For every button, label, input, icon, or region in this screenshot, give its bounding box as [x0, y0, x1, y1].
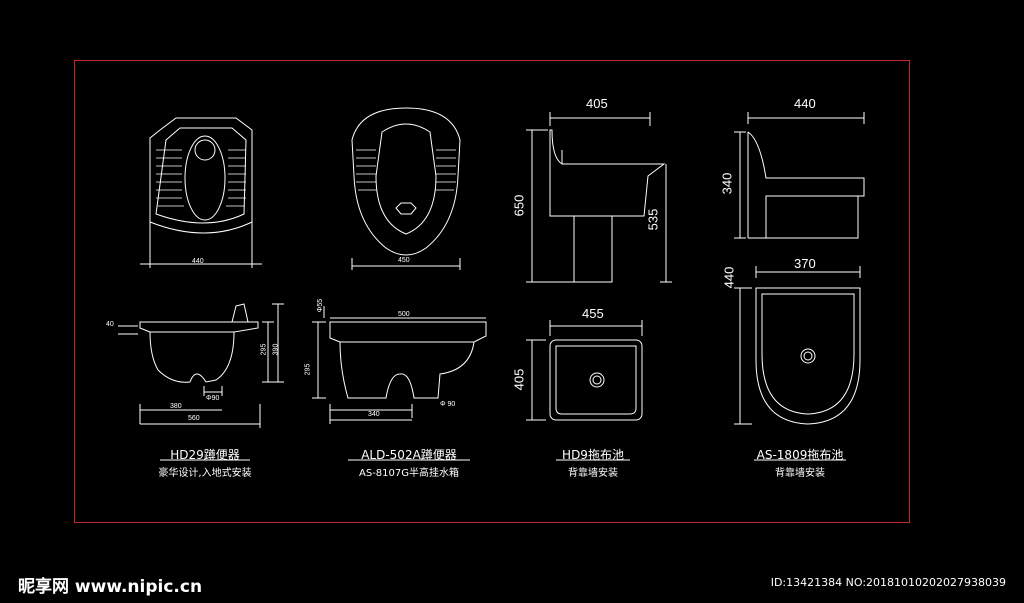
- as1809-dim-front-width: 370: [794, 256, 816, 271]
- ald502a-dim-length: 500: [398, 311, 410, 318]
- site-watermark: 昵享网 www.nipic.cn: [18, 577, 203, 597]
- hd29-note-label: 豪华设计,入地式安装: [158, 468, 252, 479]
- hd29-dim-inner: 380: [170, 403, 182, 410]
- ald502a-dim-width: 450: [398, 257, 410, 264]
- ald502a-dim-inner: 340: [368, 411, 380, 418]
- ald502a-top-view: [351, 107, 461, 270]
- hd29-model-label: HD29蹲便器: [170, 448, 240, 462]
- hd9-dim-basin-height: 535: [645, 208, 661, 231]
- hd29-side-view: [118, 303, 284, 428]
- hd29-dim-pipe: Φ90: [206, 395, 220, 402]
- as1809-dim-front-height: 440: [721, 266, 737, 289]
- hd29-dim-front: 40: [106, 321, 114, 328]
- as1809-model-label: AS-1809拖布池: [756, 448, 844, 462]
- hd9-dim-total-height: 650: [511, 194, 527, 217]
- hd9-model-label: HD9拖布池: [562, 448, 624, 462]
- as1809-dim-width: 440: [794, 96, 816, 111]
- hd29-dim-height: 295: [260, 343, 268, 356]
- drawing-frame: [74, 60, 910, 523]
- hd29-dim-length: 560: [188, 415, 200, 422]
- ald502a-model-label: ALD-502A蹲便器: [361, 448, 457, 462]
- ald502a-dim-height: 295: [304, 363, 312, 376]
- ald502a-dim-edge: Φ55: [317, 298, 325, 313]
- ald502a-side-view: [312, 306, 487, 424]
- as1809-front-view: [734, 266, 861, 425]
- hd29-top-view: [140, 117, 262, 268]
- hd9-dim-front-width: 455: [582, 306, 604, 321]
- hd9-dim-front-height: 405: [511, 368, 527, 391]
- hd9-side-view: [526, 112, 672, 283]
- hd29-dim-width: 440: [192, 258, 204, 265]
- as1809-dim-side-height: 340: [719, 172, 735, 195]
- ald502a-dim-pipe: Φ 90: [440, 401, 456, 408]
- hd29-dim-total: 390: [272, 343, 280, 356]
- as1809-side-view: [734, 112, 865, 239]
- hd9-front-view: [526, 320, 643, 421]
- hd9-dim-width: 405: [586, 96, 608, 111]
- ald502a-note-label: AS-8107G半高挂水箱: [359, 468, 459, 479]
- hd9-note-label: 背靠墙安装: [568, 468, 618, 479]
- as1809-note-label: 背靠墙安装: [775, 468, 825, 479]
- image-id-watermark: ID:13421384 NO:20181010202027938039: [770, 576, 1006, 589]
